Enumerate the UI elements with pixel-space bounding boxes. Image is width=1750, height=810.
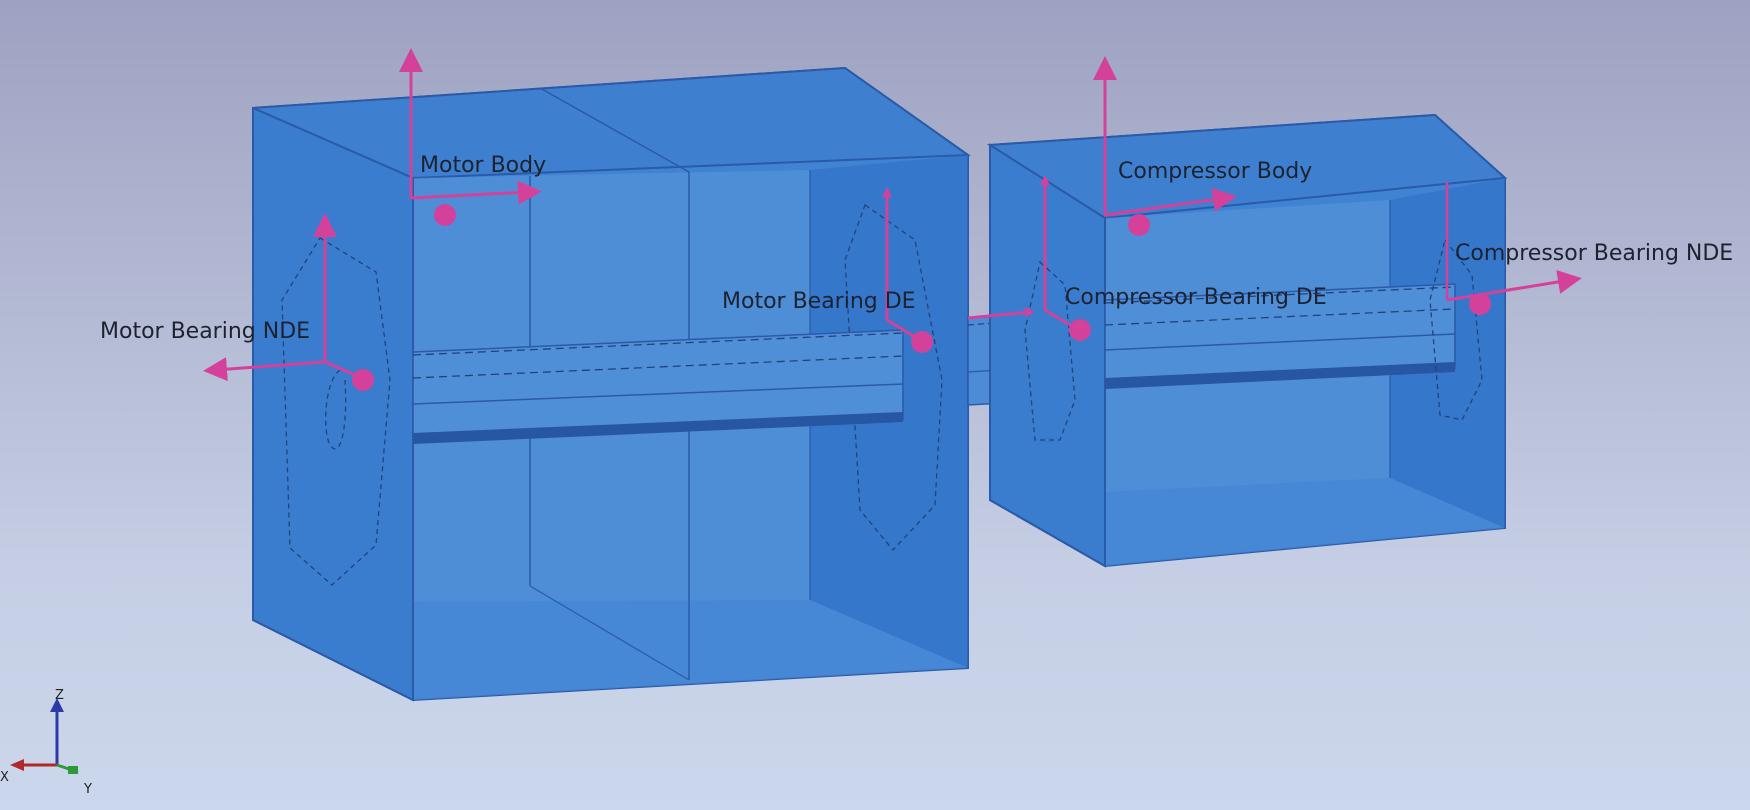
label-compressor-bearing-de: Compressor Bearing DE	[1065, 285, 1327, 310]
axis-triad-icon: Z X Y	[0, 688, 92, 797]
sensor-motor-bearing-nde[interactable]	[203, 213, 374, 391]
label-motor-bearing-de: Motor Bearing DE	[722, 289, 916, 314]
motor-body-box[interactable]	[252, 66, 971, 702]
triad-z-label: Z	[55, 688, 64, 703]
sensor-compressor-bearing-de[interactable]	[967, 175, 1091, 341]
sensor-motor-body[interactable]	[399, 48, 542, 226]
sensor-compressor-bearing-nde[interactable]	[1445, 182, 1582, 315]
label-motor-body: Motor Body	[420, 153, 546, 178]
compressor-body-box[interactable]	[986, 113, 1508, 568]
triad-x-label: X	[0, 770, 9, 785]
triad-y-label: Y	[83, 782, 92, 797]
sensor-compressor-body[interactable]	[1093, 56, 1237, 236]
sensor-motor-bearing-de[interactable]	[882, 187, 933, 353]
label-compressor-bearing-nde: Compressor Bearing NDE	[1455, 241, 1733, 266]
compressor-de-face	[989, 143, 1106, 568]
motor-nde-face	[252, 106, 414, 702]
label-compressor-body: Compressor Body	[1118, 159, 1312, 184]
label-motor-bearing-nde: Motor Bearing NDE	[100, 319, 310, 344]
